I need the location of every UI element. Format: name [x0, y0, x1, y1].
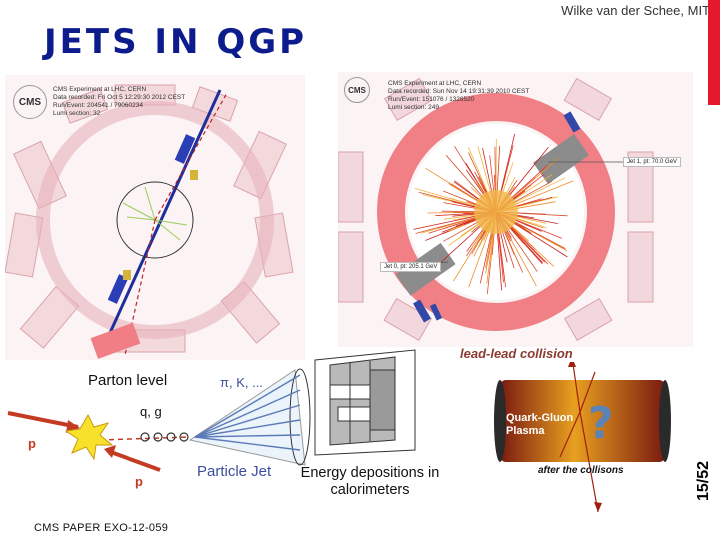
paper-reference: CMS PAPER EXO-12-059 [34, 522, 169, 534]
event-display-right: CMS CMS Experiment at LHC, CERN Data rec… [338, 72, 693, 347]
event-info-right: CMS Experiment at LHC, CERN Data recorde… [388, 80, 530, 111]
question-mark: ? [588, 398, 614, 449]
slide-number: 15/52 [695, 460, 713, 502]
parton-level-label: Parton level [88, 372, 168, 389]
detector-svg-right [338, 77, 654, 341]
qgp-diagram [494, 362, 671, 512]
after-collisions-label: after the collisons [538, 465, 624, 476]
particle-jet-label: Particle Jet [197, 463, 272, 480]
cms-logo-right: CMS [344, 77, 370, 103]
accent-bar [708, 0, 720, 105]
event-info-left: CMS Experiment at LHC, CERN Data recorde… [53, 86, 186, 117]
quark-gluon-label: q, g [140, 404, 162, 419]
proton-label-bottom: p [135, 474, 143, 489]
proton-label-top: p [28, 436, 36, 451]
slide-title: JETS IN QGP [44, 22, 308, 62]
parton-diagram [7, 349, 416, 472]
author-credit: Wilke van der Schee, MIT [561, 3, 710, 18]
lead-lead-label: lead-lead collision [460, 346, 573, 361]
detector-svg-left [5, 84, 294, 359]
pion-label: π, K, ... [220, 375, 263, 390]
event-display-left: CMS CMS Experiment at LHC, CERN Data rec… [5, 75, 305, 360]
energy-depositions-label: Energy depositions in calorimeters [300, 465, 440, 498]
jet1-label: Jet 1, pt: 70.0 GeV [623, 157, 682, 167]
cms-logo-left: CMS [13, 85, 47, 119]
qgp-label: Quark-Gluon Plasma [506, 412, 574, 437]
jet0-label: Jet 0, pt: 205.1 GeV [380, 262, 442, 272]
